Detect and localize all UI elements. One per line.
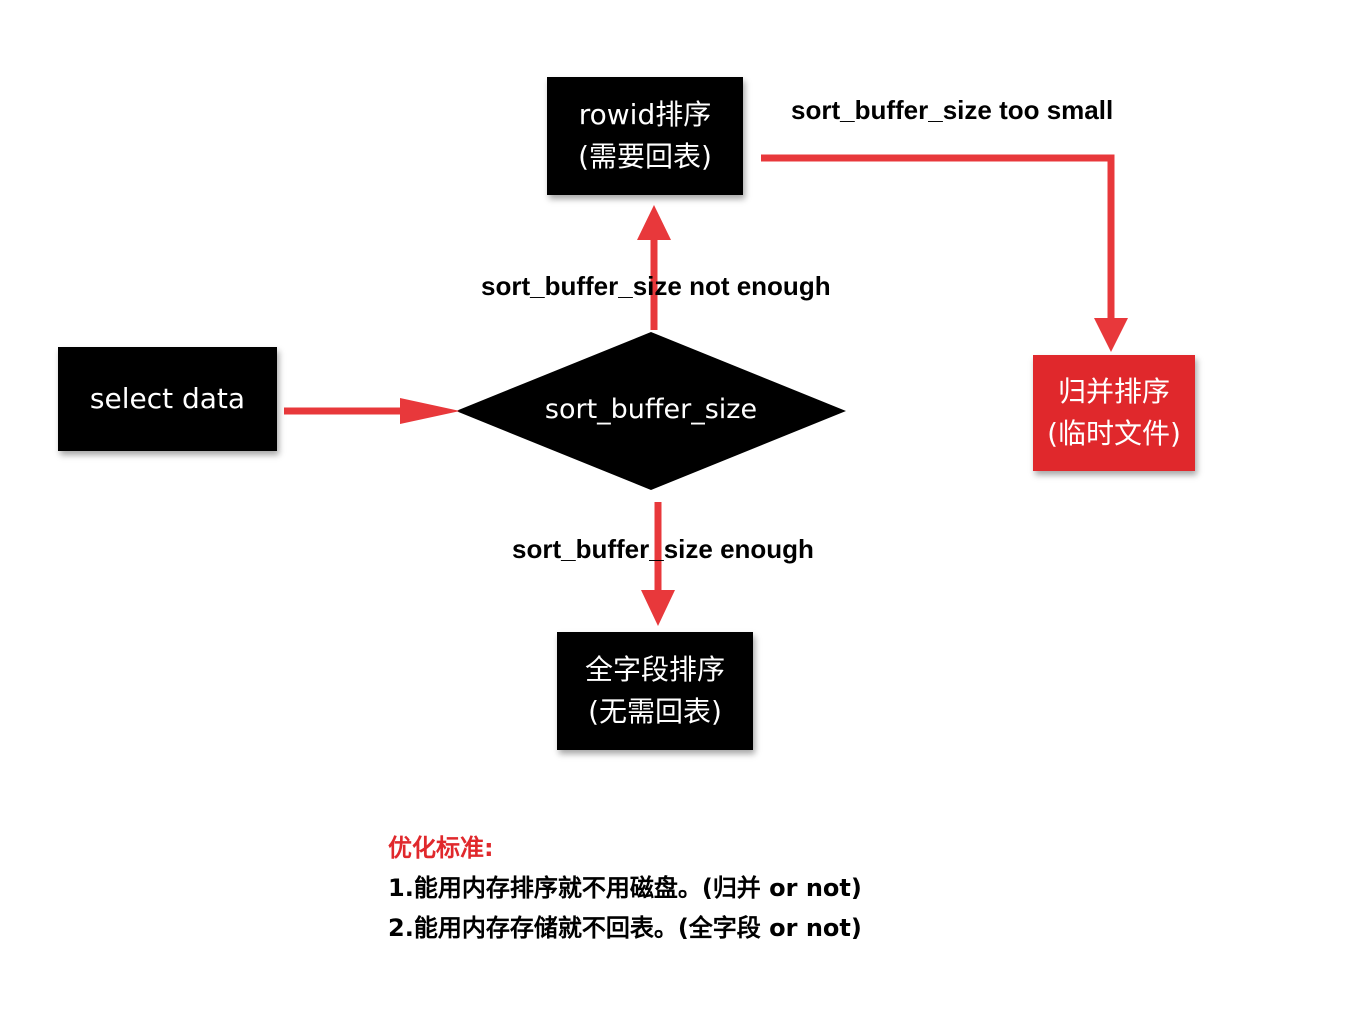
merge-sort-subtitle: (临时文件) xyxy=(1047,417,1181,450)
notes-line-1: 1.能用内存排序就不用磁盘。(归并 or not) xyxy=(388,874,862,902)
arrow-decision-to-rowid xyxy=(637,205,671,330)
notes-line-2: 2.能用内存存储就不回表。(全字段 or not) xyxy=(388,914,862,942)
select-data-label: select data xyxy=(89,382,246,415)
merge-sort-title: 归并排序 xyxy=(1057,375,1170,408)
full-field-sort-node: 全字段排序 (无需回表) xyxy=(557,632,753,750)
rowid-sort-node: rowid排序 (需要回表) xyxy=(547,77,743,195)
full-field-sort-subtitle: (无需回表) xyxy=(588,695,722,728)
merge-sort-node: 归并排序 (临时文件) xyxy=(1033,355,1195,471)
decision-label: sort_buffer_size xyxy=(544,394,758,425)
edge-label-too-small: sort_buffer_size too small xyxy=(791,95,1114,125)
rowid-sort-subtitle: (需要回表) xyxy=(578,140,712,173)
full-field-sort-title: 全字段排序 xyxy=(584,653,725,686)
edge-label-not-enough: sort_buffer_size not enough xyxy=(481,271,831,301)
arrow-rowid-to-merge xyxy=(761,154,1128,352)
decision-diamond xyxy=(456,332,846,490)
notes-title: 优化标准: xyxy=(388,834,494,862)
arrow-decision-to-fullfield xyxy=(641,502,675,626)
select-data-node: select data xyxy=(58,347,277,451)
rowid-sort-title: rowid排序 xyxy=(578,98,712,131)
edge-label-enough: sort_buffer_size enough xyxy=(512,534,814,564)
optimization-notes: 优化标准: 1.能用内存排序就不用磁盘。(归并 or not) 2.能用内存存储… xyxy=(388,828,862,948)
arrow-select-to-decision xyxy=(284,398,460,424)
